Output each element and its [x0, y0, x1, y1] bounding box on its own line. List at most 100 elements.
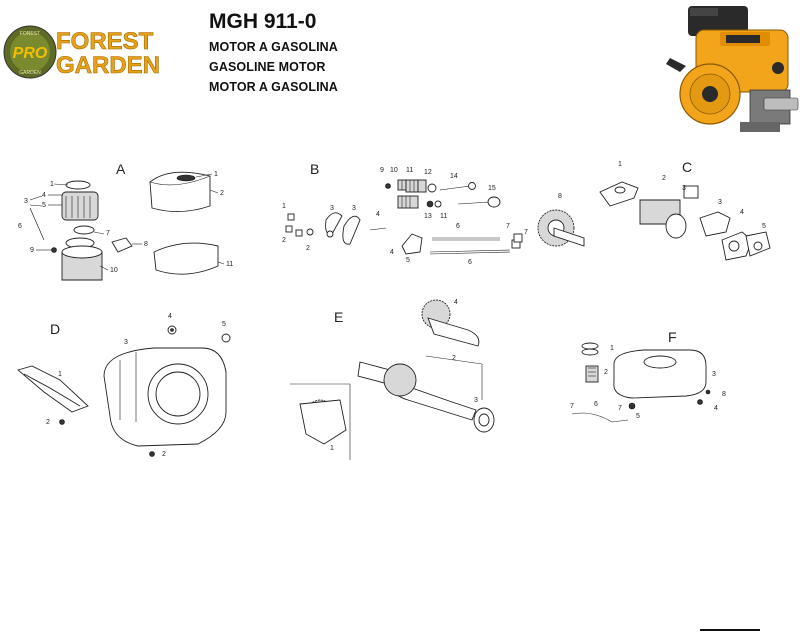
svg-text:1: 1 — [618, 161, 622, 168]
svg-text:14: 14 — [450, 173, 458, 180]
svg-text:1: 1 — [50, 181, 54, 188]
pushrod — [439, 185, 471, 191]
svg-text:2: 2 — [162, 451, 166, 458]
section-a-label: A — [116, 161, 126, 177]
svg-text:3: 3 — [352, 205, 356, 212]
fuel-strainer — [585, 365, 599, 383]
rocker-arm-1 — [325, 212, 343, 235]
section-d: D 1 2 2 3 4 5 — [17, 313, 231, 458]
svg-text:6: 6 — [18, 223, 22, 230]
subtitle-en: GASOLINE MOTOR — [209, 60, 326, 74]
air-cleaner-cover — [149, 171, 211, 212]
model-title: MGH 911-0 — [209, 10, 317, 33]
section-d-label: D — [50, 321, 60, 337]
logo-ring-bottom-text: GARDEN — [19, 70, 41, 76]
svg-text:4: 4 — [714, 405, 718, 412]
svg-text:8: 8 — [722, 391, 726, 398]
logo-word-garden: GARDEN — [56, 52, 160, 79]
wing-nut — [65, 180, 91, 190]
svg-text:7: 7 — [506, 223, 510, 230]
svg-text:1: 1 — [330, 445, 334, 452]
svg-text:10: 10 — [390, 167, 398, 174]
section-c-label: C — [682, 159, 692, 175]
svg-text:2: 2 — [452, 355, 456, 362]
svg-text:2: 2 — [46, 419, 50, 426]
svg-text:2: 2 — [662, 175, 666, 182]
svg-text:4: 4 — [390, 249, 394, 256]
svg-text:2: 2 — [306, 245, 310, 252]
svg-text:7: 7 — [618, 405, 622, 412]
forest-garden-logo: FOREST GARDEN PRO FOREST GARDEN — [3, 25, 160, 79]
svg-text:1: 1 — [610, 345, 614, 352]
crankshaft — [357, 361, 477, 421]
svg-text:4: 4 — [454, 299, 458, 306]
svg-text:15: 15 — [488, 185, 496, 192]
cam-lobe — [427, 317, 480, 347]
section-c: C 1 2 3 3 4 5 — [599, 159, 771, 261]
svg-text:5: 5 — [222, 321, 226, 328]
svg-text:5: 5 — [636, 413, 640, 420]
svg-text:11: 11 — [440, 213, 447, 220]
fuel-tank — [613, 349, 707, 399]
svg-text:3: 3 — [330, 205, 334, 212]
svg-text:5: 5 — [42, 202, 46, 209]
svg-text:5: 5 — [762, 223, 766, 230]
svg-text:3: 3 — [718, 199, 722, 206]
svg-text:8: 8 — [558, 193, 562, 200]
inset-frame — [290, 383, 351, 460]
svg-text:9: 9 — [30, 247, 34, 254]
svg-text:1: 1 — [282, 203, 286, 210]
svg-text:8: 8 — [144, 241, 148, 248]
svg-text:6: 6 — [468, 259, 472, 266]
gasket — [73, 225, 95, 235]
section-f: F 1 2 3 4 5 6 7 7 8 — [570, 329, 726, 423]
svg-text:5: 5 — [406, 257, 410, 264]
insulator — [699, 211, 731, 237]
svg-text:12: 12 — [424, 169, 432, 176]
logo-ring-top-text: FOREST — [20, 31, 40, 37]
section-b-label: B — [310, 161, 319, 177]
svg-text:4: 4 — [168, 313, 172, 320]
rocker-bracket — [401, 233, 423, 255]
svg-text:7: 7 — [106, 230, 110, 237]
svg-text:13: 13 — [424, 213, 432, 220]
carburetor-gasket — [599, 181, 639, 207]
svg-text:6: 6 — [456, 223, 460, 230]
svg-text:3: 3 — [712, 371, 716, 378]
svg-text:3: 3 — [24, 198, 28, 205]
logo-badge-text: PRO — [13, 45, 48, 62]
svg-text:2: 2 — [282, 237, 286, 244]
svg-text:10: 10 — [110, 267, 118, 274]
filter-element — [61, 191, 99, 221]
shroud-guide — [17, 365, 89, 413]
screw — [51, 247, 57, 253]
fuel-cap — [581, 342, 599, 350]
subtitle-es: MOTOR A GASOLINA — [209, 40, 338, 54]
svg-text:4: 4 — [740, 209, 744, 216]
svg-text:11: 11 — [406, 167, 413, 174]
stud-bolt — [29, 207, 45, 241]
spring-2 — [405, 179, 419, 193]
bracket — [111, 237, 133, 253]
svg-text:4: 4 — [376, 211, 380, 218]
svg-text:1: 1 — [58, 371, 62, 378]
filter-case — [153, 242, 219, 275]
svg-text:7: 7 — [570, 403, 574, 410]
engine-photo — [666, 6, 799, 132]
svg-text:3: 3 — [682, 185, 686, 192]
subtitle-pt: MOTOR A GASOLINA — [209, 80, 338, 94]
svg-text:1: 1 — [214, 171, 218, 178]
svg-text:6: 6 — [594, 401, 598, 408]
rocker-arm-2 — [342, 215, 361, 245]
svg-text:2: 2 — [604, 369, 608, 376]
svg-text:4: 4 — [42, 192, 46, 199]
section-f-label: F — [668, 329, 677, 345]
svg-text:2: 2 — [220, 190, 224, 197]
spring-3 — [397, 195, 419, 209]
svg-text:11: 11 — [226, 261, 233, 268]
svg-text:3: 3 — [124, 339, 128, 346]
